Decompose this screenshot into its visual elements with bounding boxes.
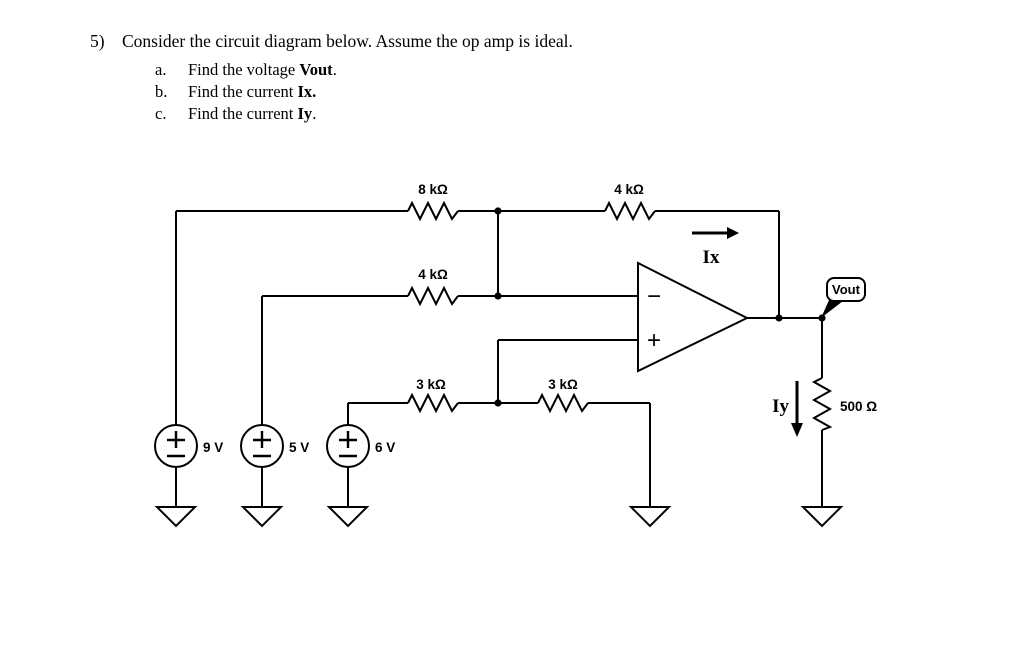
source-9v-label: 9 V bbox=[203, 440, 223, 455]
resistor-8k-symbol bbox=[407, 200, 459, 222]
item-c-term: Iy bbox=[297, 104, 313, 123]
item-c-text: Find the current bbox=[188, 104, 298, 123]
opamp-inverting-sign: − bbox=[647, 283, 661, 310]
junction-dot bbox=[494, 292, 502, 300]
resistor-3k-left-symbol bbox=[407, 392, 459, 414]
source-circle bbox=[154, 424, 198, 468]
resistor-3k-left-label: 3 kΩ bbox=[416, 377, 446, 392]
ground-symbol-opamp bbox=[628, 506, 672, 528]
vout-callout-box bbox=[826, 277, 866, 302]
problem-heading: 5) Consider the circuit diagram below. As… bbox=[90, 31, 573, 52]
item-a-term: Vout bbox=[299, 60, 333, 79]
iy-arrow-head bbox=[791, 423, 803, 437]
junction-dot bbox=[818, 314, 826, 322]
ground-symbol-9v bbox=[154, 506, 198, 528]
resistor-4k-input-symbol bbox=[407, 285, 459, 307]
voltage-source-6v bbox=[326, 424, 370, 468]
plus-sign bbox=[253, 431, 271, 448]
vout-callout-pointer bbox=[821, 298, 843, 318]
source-circle bbox=[326, 424, 370, 468]
resistor-500-label: 500 Ω bbox=[840, 399, 877, 414]
source-circle bbox=[240, 424, 284, 468]
voltage-source-9v bbox=[154, 424, 198, 468]
junction-dot bbox=[775, 314, 783, 322]
resistor-3k-right-label: 3 kΩ bbox=[548, 377, 578, 392]
op-amp-triangle bbox=[637, 261, 750, 373]
junction-dot bbox=[494, 207, 502, 215]
item-a-text: Find the voltage bbox=[188, 60, 300, 79]
item-c-marker: c. bbox=[155, 104, 167, 123]
source-6v-label: 6 V bbox=[375, 440, 395, 455]
item-b-marker: b. bbox=[155, 82, 168, 101]
iy-label: Iy bbox=[772, 396, 789, 417]
resistor-3k-right-symbol bbox=[537, 392, 589, 414]
resistor-8k-label: 8 kΩ bbox=[418, 182, 448, 197]
plus-sign bbox=[167, 431, 185, 448]
item-c-suffix: . bbox=[312, 104, 317, 123]
problem-item-a: a. Find the voltage Vout. bbox=[155, 60, 337, 80]
source-5v-label: 5 V bbox=[289, 440, 309, 455]
wire-network bbox=[175, 210, 823, 507]
vout-label: Vout bbox=[832, 282, 861, 297]
iy-current-arrow bbox=[791, 381, 803, 437]
item-b-text: Find the current bbox=[188, 82, 298, 101]
resistor-4k-feedback-symbol bbox=[604, 200, 656, 222]
opamp-noninverting-sign: + bbox=[647, 327, 661, 354]
ground-symbol-load bbox=[800, 506, 844, 528]
junction-dot bbox=[494, 399, 502, 407]
voltage-source-5v bbox=[240, 424, 284, 468]
resistor-4k-input-label: 4 kΩ bbox=[418, 267, 448, 282]
vout-callout: Vout bbox=[821, 277, 866, 318]
item-b-term: Ix. bbox=[297, 82, 317, 101]
problem-item-b: b. Find the current Ix. bbox=[155, 82, 316, 102]
problem-item-c: c. Find the current Iy. bbox=[155, 104, 316, 124]
resistor-500-load-symbol bbox=[811, 377, 833, 431]
ix-current-arrow bbox=[692, 227, 739, 239]
resistor-4k-feedback-label: 4 kΩ bbox=[614, 182, 644, 197]
problem-statement: Consider the circuit diagram below. Assu… bbox=[122, 31, 573, 51]
item-a-marker: a. bbox=[155, 60, 167, 79]
problem-number: 5) bbox=[90, 31, 105, 51]
item-a-suffix: . bbox=[332, 60, 337, 79]
plus-sign bbox=[339, 431, 357, 448]
ground-symbol-6v bbox=[326, 506, 370, 528]
ground-symbol-5v bbox=[240, 506, 284, 528]
ix-arrow-head bbox=[727, 227, 739, 239]
ix-label: Ix bbox=[703, 247, 720, 268]
